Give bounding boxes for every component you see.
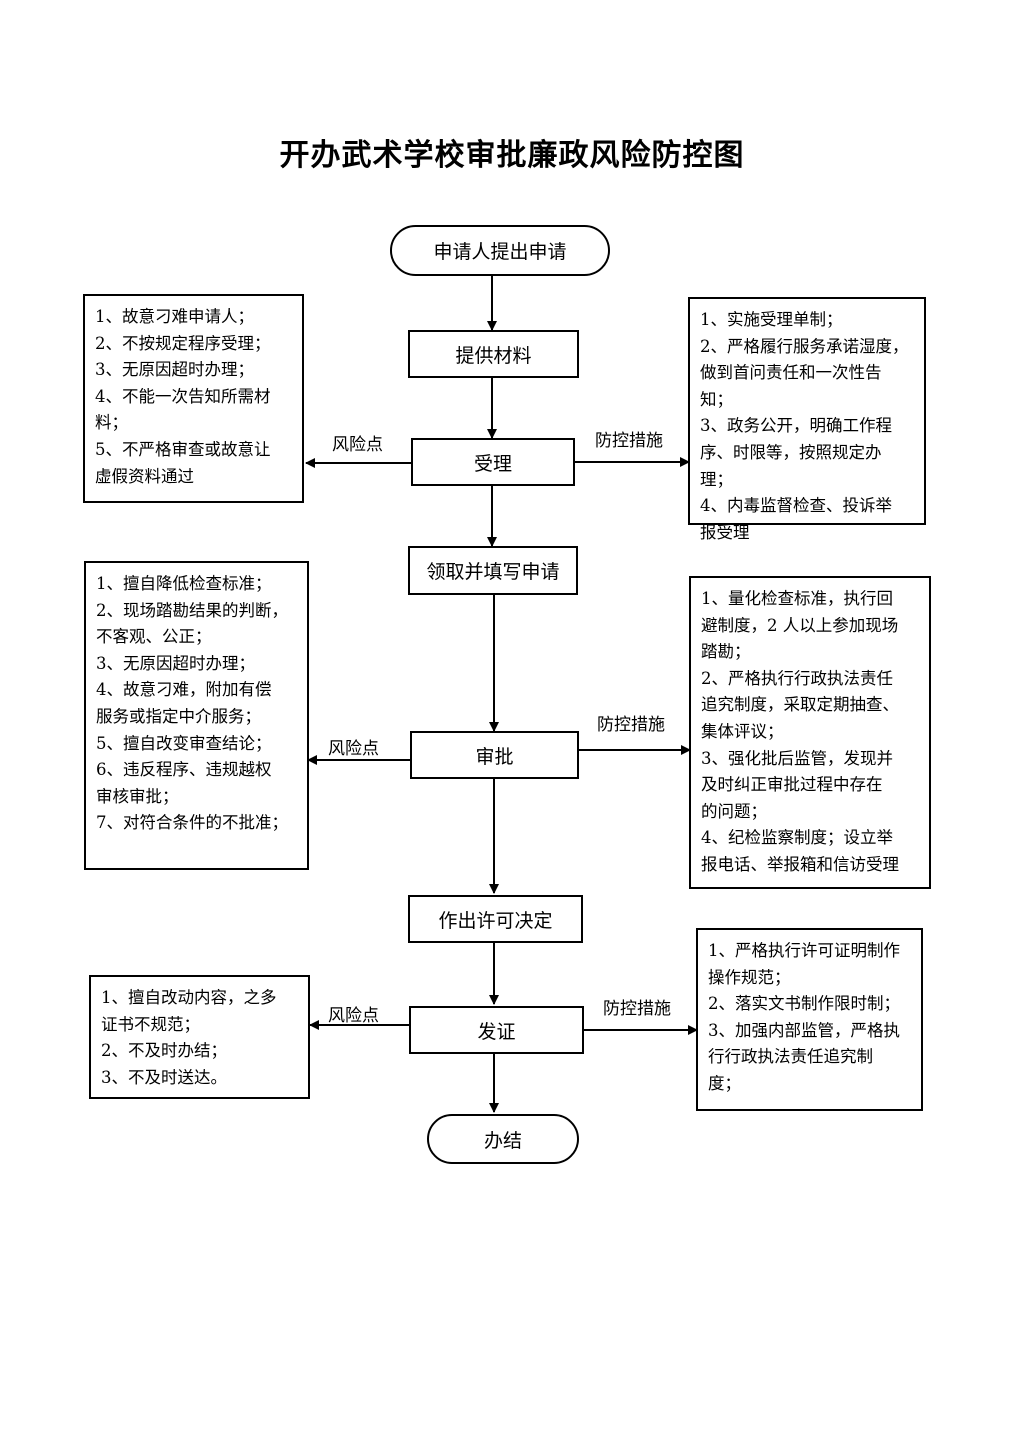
control-line: 4、纪检监察制度；设立举 [701,828,893,848]
control-line: 2、落实文书制作限时制； [708,994,900,1014]
risk-line: 4、不能一次告知所需材 [95,386,271,406]
control-line: 序、时限等，按照规定办理； [700,442,882,489]
control-box-issue: 1、严格执行许可证明制作 操作规范； 2、落实文书制作限时制； 3、加强内部监管… [696,928,923,1111]
risk-line: 料； [95,413,128,433]
control-line: 3、加强内部监管，严格执 [708,1020,900,1040]
control-line: 避制度，2 人以上参加现场 [701,615,899,635]
node-issue-certificate: 发证 [409,1006,584,1054]
risk-line: 3、不及时送达。 [101,1067,227,1087]
risk-label-accept: 风险点 [332,435,383,455]
risk-line: 7、对符合条件的不批准； [96,813,288,833]
node-accept: 受理 [411,438,575,486]
control-line: 1、量化检查标准，执行回 [701,589,893,608]
control-line: 2、严格执行行政执法责任 [701,668,893,688]
risk-box-accept: 1、故意刁难申请人； 2、不按规定程序受理； 3、无原因超时办理； 4、不能一次… [83,294,304,503]
control-line: 集体评议； [701,721,784,741]
risk-line: 3、无原因超时办理； [96,653,255,673]
control-line: 追究制度，采取定期抽查、 [701,695,899,715]
control-line: 及时纠正审批过程中存在 [701,775,883,795]
risk-line: 5、擅自改变审查结论； [96,733,272,753]
control-line: 1、严格执行许可证明制作 [708,941,900,960]
control-line: 3、强化批后监管，发现并 [701,748,893,768]
risk-line: 审核审批； [96,786,179,806]
node-provide-materials: 提供材料 [408,330,579,378]
control-line: 2、严格履行服务承诺湿度， [700,336,909,356]
control-label-issue: 防控措施 [603,999,671,1019]
risk-line: 证书不规范； [101,1014,200,1034]
risk-line: 4、故意刁难，附加有偿 [96,680,272,700]
control-box-approve: 1、量化检查标准，执行回 避制度，2 人以上参加现场 踏勘； 2、严格执行行政执… [689,576,931,889]
risk-label-issue: 风险点 [328,1006,379,1026]
risk-line: 1、故意刁难申请人； [95,307,254,326]
control-line: 度； [708,1073,741,1093]
control-line: 3、政务公开，明确工作程 [700,416,892,436]
node-fill-application: 领取并填写申请 [408,546,578,595]
risk-box-approve: 1、擅自降低检查标准； 2、现场踏勘结果的判断， 不客观、公正； 3、无原因超时… [84,561,309,870]
control-label-approve: 防控措施 [597,715,665,735]
risk-line: 2、现场踏勘结果的判断， [96,600,288,620]
risk-line: 不客观、公正； [96,627,212,647]
control-line: 知； [700,389,733,409]
control-line: 4、内毒监督检查、投诉举 [700,496,892,516]
risk-box-issue: 1、擅自改动内容，之多 证书不规范； 2、不及时办结； 3、不及时送达。 [89,975,310,1099]
control-label-accept: 防控措施 [595,431,663,451]
control-box-accept: 1、实施受理单制； 2、严格履行服务承诺湿度， 做到首问责任和一次性告 知； 3… [688,297,926,542]
risk-line: 6、违反程序、违规越权 [96,760,272,780]
node-start: 申请人提出申请 [390,225,610,276]
risk-line: 3、无原因超时办理； [95,360,254,380]
risk-line: 5、不严格审查或故意让 [95,439,271,459]
control-line: 做到首问责任和一次性告 [700,363,882,383]
risk-line: 服务或指定中介服务； [96,706,261,726]
control-line: 行行政执法责任追究制 [708,1047,873,1067]
control-line: 操作规范； [708,967,791,987]
risk-line: 2、不及时办结； [101,1041,227,1061]
node-permit-decision: 作出许可决定 [408,895,583,943]
risk-label-approve: 风险点 [328,739,379,759]
control-line: 1、实施受理单制； [700,310,843,329]
node-approve: 审批 [410,731,579,779]
node-end: 办结 [427,1114,579,1164]
control-line: 的问题； [701,801,767,821]
control-line: 报受理 [700,522,750,542]
risk-line: 1、擅自降低检查标准； [96,574,272,593]
risk-line: 2、不按规定程序受理； [95,333,271,353]
control-line: 踏勘； [701,642,751,662]
risk-line: 虚假资料通过 [95,466,194,486]
risk-line: 1、擅自改动内容，之多 [101,988,277,1007]
page-title: 开办武术学校审批廉政风险防控图 [279,138,745,173]
control-line: 报电话、举报箱和信访受理 [701,854,899,874]
